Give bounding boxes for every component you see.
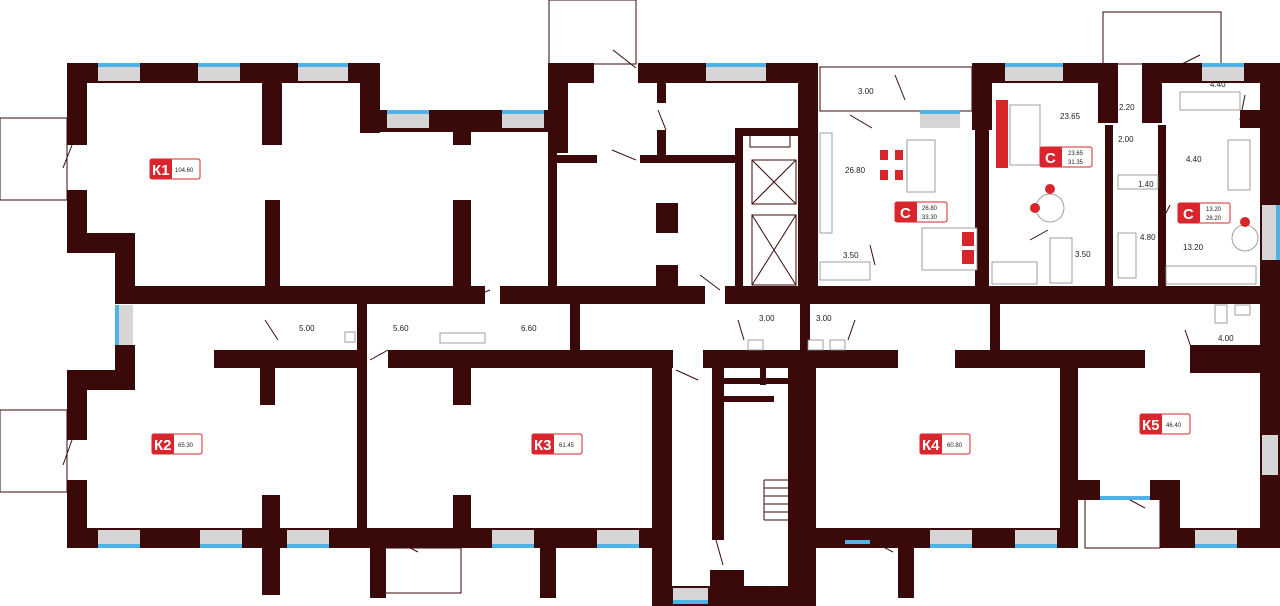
- doors: [62, 49, 1246, 601]
- furniture: [344, 91, 1259, 351]
- room-area: 1.40: [1138, 180, 1154, 189]
- unit-tag-k5[interactable]: К5 46.40: [1139, 413, 1191, 435]
- windows: [98, 63, 1280, 604]
- unit-tag-c3[interactable]: С 13.20 28.20: [1177, 202, 1231, 224]
- room-area: 4.00: [1218, 334, 1234, 343]
- unit-tag-c2[interactable]: С 23.65 31.35: [1039, 146, 1093, 168]
- room-area: 26.80: [845, 166, 866, 175]
- room-area: 6.60: [521, 324, 537, 333]
- room-area: 3.00: [858, 87, 874, 96]
- unit-label: С: [900, 205, 911, 222]
- unit-area: 104.60: [175, 168, 194, 174]
- unit-label: К1: [152, 162, 170, 179]
- unit-area-total: 33.30: [922, 215, 938, 221]
- staircase: [763, 479, 800, 521]
- unit-tag-k2[interactable]: К2 65.30: [151, 433, 203, 455]
- room-area: 3.50: [1075, 250, 1091, 259]
- room-area: 4.80: [1140, 233, 1156, 242]
- unit-label: С: [1045, 150, 1056, 167]
- room-area: 3.00: [816, 314, 832, 323]
- room-area: 4.40: [1210, 80, 1226, 89]
- outer-walls: [67, 63, 1280, 606]
- elevator-shafts: [749, 132, 797, 286]
- unit-area: 65.30: [178, 443, 194, 449]
- unit-label: К2: [154, 437, 172, 454]
- interior-walls: [244, 83, 1260, 598]
- room-area: 3.00: [759, 314, 775, 323]
- unit-area-living: 23.65: [1068, 151, 1084, 157]
- room-area: 13.20: [1183, 243, 1204, 252]
- room-area: 3.50: [843, 251, 859, 260]
- unit-area-living: 13.20: [1206, 207, 1222, 213]
- unit-label: К4: [922, 437, 940, 454]
- unit-label: К3: [534, 437, 552, 454]
- corridor-walls: [115, 286, 1280, 530]
- unit-area-total: 31.35: [1068, 160, 1084, 166]
- unit-area-living: 26.80: [922, 206, 938, 212]
- unit-area: 46.40: [1166, 423, 1182, 429]
- unit-area: 60.80: [947, 443, 963, 449]
- unit-tag-k1[interactable]: К1 104.60: [149, 158, 201, 180]
- room-area: 4.40: [1186, 155, 1202, 164]
- unit-area: 61.45: [559, 443, 575, 449]
- room-area: 5.60: [393, 324, 409, 333]
- room-area: 2.20: [1119, 103, 1135, 112]
- room-area: 2.00: [1118, 135, 1134, 144]
- unit-tag-k4[interactable]: К4 60.80: [919, 433, 971, 455]
- room-area: 23.65: [1060, 112, 1081, 121]
- room-area: 5.00: [299, 324, 315, 333]
- unit-tag-c1[interactable]: С 26.80 33.30: [894, 201, 948, 223]
- room-area-labels: 3.00 26.80 3.50 23.65 3.50 2.20 4.40 4.4…: [299, 80, 1234, 343]
- unit-label: К5: [1142, 417, 1160, 434]
- unit-area-total: 28.20: [1206, 216, 1222, 222]
- unit-tag-k3[interactable]: К3 61.45: [531, 433, 583, 455]
- unit-label: С: [1183, 206, 1194, 223]
